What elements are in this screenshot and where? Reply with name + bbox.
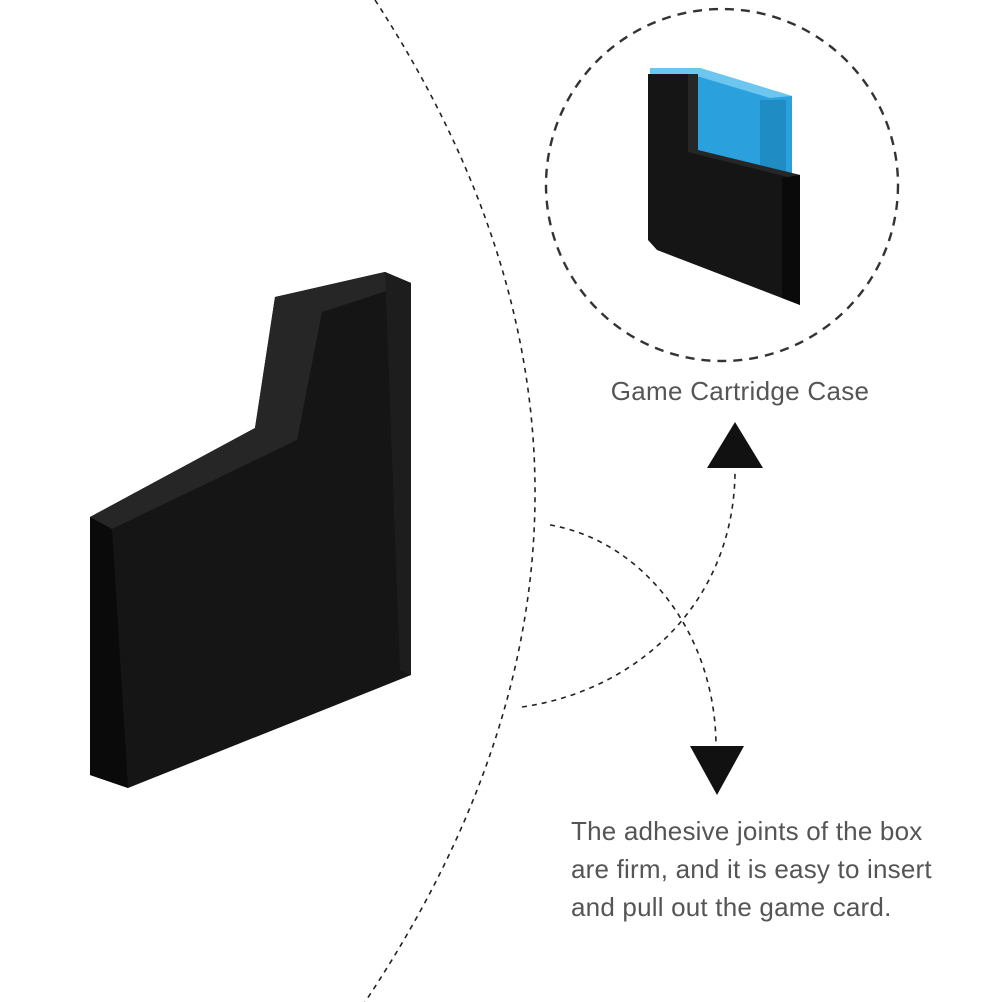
detail-dashed-circle xyxy=(544,7,900,363)
triangle-up-icon xyxy=(707,422,763,468)
detail-case-side xyxy=(782,175,800,305)
dashed-connector-up xyxy=(521,469,736,708)
dashed-arc-large xyxy=(364,0,536,1002)
main-case-side xyxy=(90,517,128,788)
detail-case-with-cartridge xyxy=(648,68,800,305)
caption-adhesive-joints: The adhesive joints of the box are firm,… xyxy=(571,812,991,926)
detail-black-case xyxy=(648,74,800,305)
triangle-down-icon xyxy=(690,746,744,795)
caption-line: and pull out the game card. xyxy=(571,892,892,922)
caption-line: The adhesive joints of the box xyxy=(571,816,923,846)
caption-game-cartridge-case: Game Cartridge Case xyxy=(610,376,870,406)
main-case-back-edge xyxy=(385,272,411,675)
caption-line: are firm, and it is easy to insert xyxy=(571,854,932,884)
dashed-connector-down xyxy=(549,524,717,746)
main-case-front xyxy=(90,272,411,788)
main-case-opening xyxy=(90,272,411,529)
blue-cartridge-top xyxy=(650,68,792,98)
main-black-case xyxy=(90,272,411,788)
